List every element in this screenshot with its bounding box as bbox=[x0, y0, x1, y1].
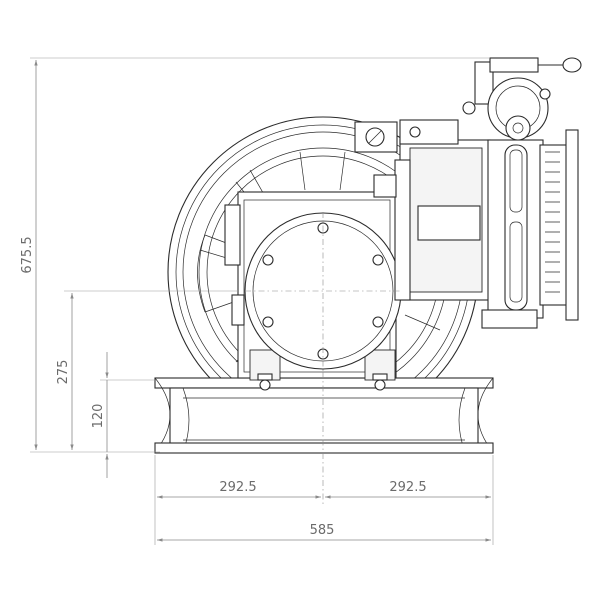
dim-half-width-right: 292.5 bbox=[389, 480, 426, 495]
dim-overall-width: 585 bbox=[310, 523, 335, 538]
dim-overall-height: 675.5 bbox=[20, 236, 35, 273]
dim-base-height: 120 bbox=[91, 404, 106, 429]
dim-half-width-left: 292.5 bbox=[219, 480, 256, 495]
motor bbox=[354, 119, 491, 301]
brake-unit bbox=[481, 129, 579, 329]
manual-release-lever bbox=[462, 57, 582, 141]
bedplate bbox=[154, 377, 494, 454]
traction-machine bbox=[154, 57, 582, 505]
dimension-annotations: 675.5 275 120 292.5 292.5 585 bbox=[20, 57, 494, 545]
dim-axis-height: 275 bbox=[56, 360, 71, 385]
